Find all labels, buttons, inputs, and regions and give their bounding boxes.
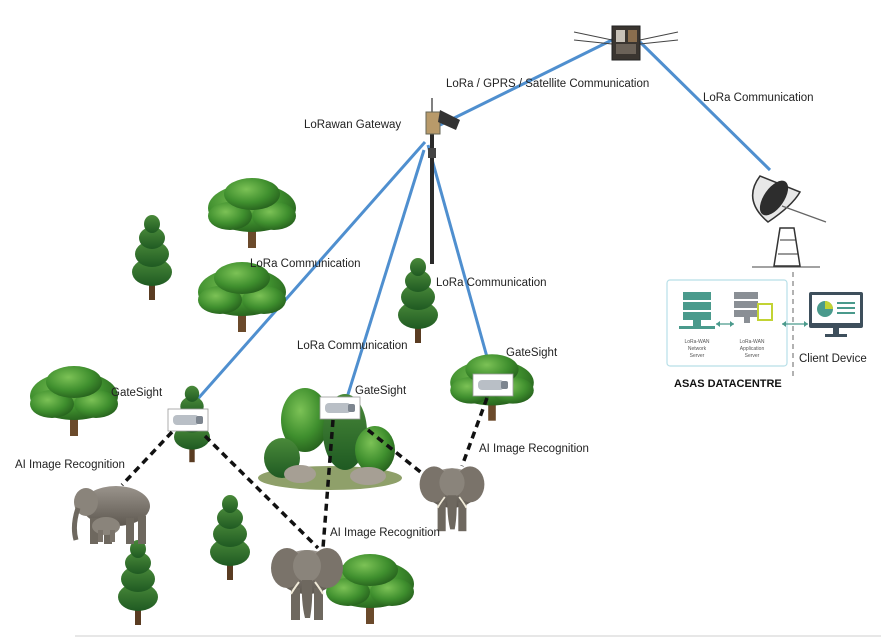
monitor-icon — [809, 292, 863, 337]
label-lora-right: LoRa Communication — [436, 277, 547, 289]
server-icon — [734, 292, 773, 323]
network-server-label-1: LoRa-WAN — [684, 339, 709, 345]
dish-antenna-icon — [751, 175, 827, 268]
label-datacentre: ASAS DATACENTRE — [674, 378, 782, 390]
network-server-label-3: Server — [690, 353, 705, 359]
elephant-icon — [71, 486, 150, 544]
ai-links — [120, 397, 489, 550]
ai-link — [460, 397, 489, 467]
link-gateway-camera-right — [426, 144, 494, 376]
datacentre-panel: LoRa-WAN Network Server LoRa-WAN Applica… — [666, 279, 788, 367]
tree-icon — [132, 215, 172, 300]
label-ai-left: AI Image Recognition — [15, 459, 125, 471]
tree-icon — [210, 495, 250, 580]
camera-icon — [472, 373, 514, 397]
link-gateway-satellite — [439, 38, 613, 127]
app-server-label-2: Application — [740, 346, 765, 352]
server-icon — [679, 292, 715, 329]
label-gatesight-left: GateSight — [111, 387, 163, 399]
label-lora-left: LoRa Communication — [250, 258, 361, 270]
label-lora-mid: LoRa Communication — [297, 340, 408, 352]
label-sat-link: LoRa / GPRS / Satellite Communication — [446, 78, 649, 90]
forest-clump — [258, 388, 402, 490]
tree-icon — [398, 258, 438, 343]
network-server-label-2: Network — [688, 346, 707, 352]
link-gateway-camera-left — [186, 141, 427, 411]
label-gatesight-right: GateSight — [506, 347, 558, 359]
camera-icon — [167, 408, 209, 432]
camera-icon — [319, 396, 361, 420]
gateway-tower-icon — [425, 98, 460, 264]
label-ai-mid: AI Image Recognition — [330, 527, 440, 539]
label-gatesight-mid: GateSight — [355, 385, 407, 397]
app-server-label-3: Server — [745, 353, 760, 359]
ai-link — [203, 434, 320, 550]
tree-icon — [118, 540, 158, 625]
tree-icon — [208, 178, 296, 248]
satellite-icon — [573, 25, 679, 61]
label-client-device: Client Device — [799, 353, 867, 365]
tree-icon — [198, 262, 286, 332]
ai-link — [321, 419, 335, 549]
link-gateway-camera-mid — [343, 149, 426, 405]
label-downlink: LoRa Communication — [703, 92, 814, 104]
elephant-icon — [418, 465, 486, 533]
link-satellite-dish — [638, 40, 772, 172]
elephant-icon — [270, 547, 344, 621]
lora-links — [186, 38, 772, 411]
app-server-label-1: LoRa-WAN — [739, 339, 764, 345]
tree-icon — [30, 366, 118, 436]
datacentre-client-arrow — [782, 321, 808, 327]
ai-link — [366, 428, 430, 480]
label-ai-right: AI Image Recognition — [479, 443, 589, 455]
label-gateway: LoRawan Gateway — [304, 119, 401, 131]
ai-link — [120, 430, 174, 487]
